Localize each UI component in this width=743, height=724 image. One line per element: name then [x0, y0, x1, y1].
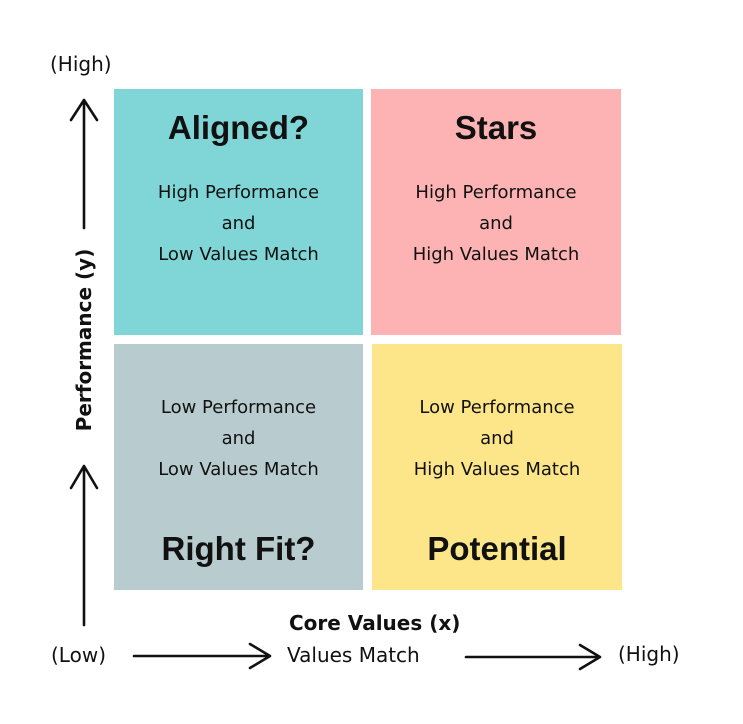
description-line: Low Performance — [419, 397, 575, 418]
quadrant-title: Aligned? — [167, 109, 310, 146]
y-axis-upper-arrow — [69, 98, 99, 230]
x-axis-title: Core Values (x) — [289, 611, 461, 635]
description-line: and — [480, 428, 514, 449]
description-line: and — [221, 213, 256, 234]
quadrant-description: High Performance and Low Values Match — [114, 177, 363, 270]
description-line: and — [221, 428, 256, 449]
description-line: Low Values Match — [158, 244, 319, 265]
y-axis-lower-arrow — [69, 464, 99, 627]
quadrant-potential: Low Performance and High Values Match Po… — [372, 344, 622, 590]
quadrant-title: Stars — [454, 109, 538, 146]
quadrant-stars: Stars High Performance and High Values M… — [371, 89, 621, 335]
quadrant-description: High Performance and High Values Match — [371, 177, 621, 270]
quadrant-aligned: Aligned? High Performance and Low Values… — [114, 89, 363, 335]
description-line: High Performance — [157, 182, 320, 203]
x-axis-right-arrow — [464, 643, 602, 671]
quadrant-description: Low Performance and High Values Match — [372, 392, 622, 485]
description-line: High Performance — [415, 182, 577, 203]
quadrant-description: Low Performance and Low Values Match — [114, 392, 363, 485]
x-axis-low-label: (Low) — [51, 643, 106, 667]
description-line: High Values Match — [413, 459, 581, 480]
y-axis-high-label: (High) — [50, 52, 112, 76]
x-axis-subtitle: Values Match — [287, 643, 420, 667]
x-axis-left-arrow — [132, 642, 272, 670]
quadrant-right-fit: Low Performance and Low Values Match Rig… — [114, 344, 363, 590]
quadrant-title: Potential — [427, 530, 567, 567]
quadrant-title: Right Fit? — [161, 530, 316, 567]
description-line: High Values Match — [412, 244, 580, 265]
description-line: Low Performance — [160, 397, 317, 418]
description-line: and — [479, 213, 513, 234]
description-line: Low Values Match — [158, 459, 319, 480]
x-axis-high-label: (High) — [618, 642, 680, 666]
